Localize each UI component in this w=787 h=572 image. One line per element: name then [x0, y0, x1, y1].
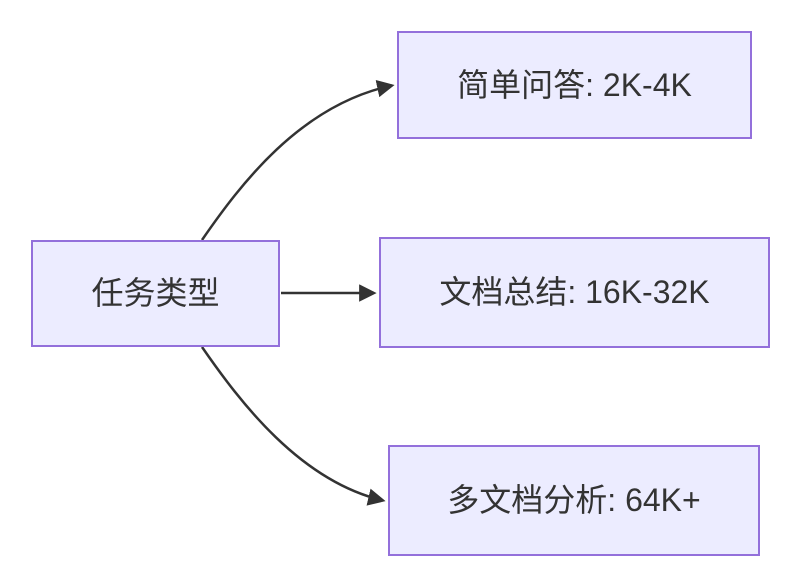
edge-root-to-multi-doc: [200, 346, 386, 506]
node-doc-summary-label: 文档总结: 16K-32K: [439, 274, 710, 311]
node-doc-summary: 文档总结: 16K-32K: [379, 237, 770, 348]
node-simple-qa-label: 简单问答: 2K-4K: [457, 66, 692, 103]
node-multi-doc: 多文档分析: 64K+: [388, 445, 760, 556]
edge-root-to-simple-qa: [200, 80, 395, 241]
node-task-type-label: 任务类型: [91, 275, 220, 312]
node-multi-doc-label: 多文档分析: 64K+: [447, 482, 701, 519]
node-task-type: 任务类型: [31, 240, 280, 347]
node-simple-qa: 简单问答: 2K-4K: [397, 31, 752, 139]
